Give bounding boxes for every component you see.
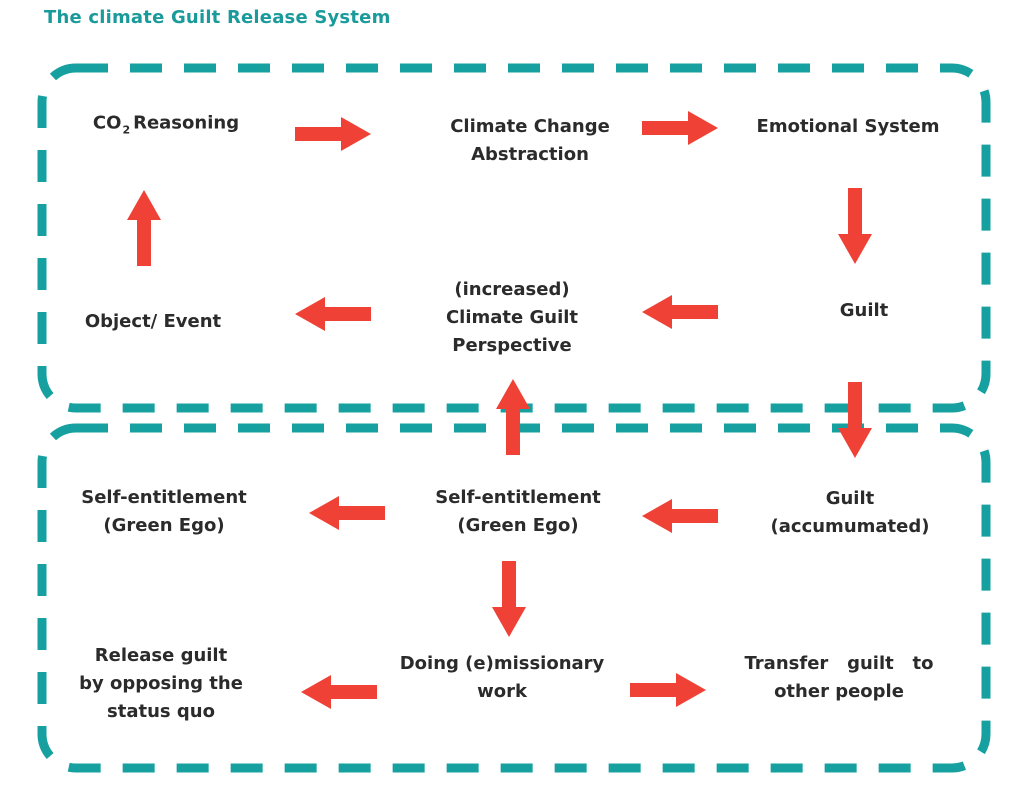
arrow-left-icon — [295, 297, 371, 331]
node-line: Guilt — [839, 300, 889, 321]
node-line: Guilt — [825, 488, 875, 509]
node-self-entitlement-left: Self-entitlement (Green Ego) — [81, 484, 247, 540]
arrow-right-icon — [295, 117, 371, 151]
node-guilt-accumulated: Guilt (accumumated) — [771, 485, 930, 541]
node-line: Perspective — [452, 335, 572, 356]
node-line: Transfer guilt to — [744, 653, 934, 674]
node-line: (accumumated) — [770, 516, 930, 537]
co2-prefix: CO — [92, 112, 122, 134]
node-line: Climate Change — [450, 116, 610, 137]
node-line: (increased) — [454, 279, 570, 300]
node-line: work — [477, 681, 527, 702]
node-line: (Green Ego) — [457, 515, 579, 536]
co2-suffix: Reasoning — [133, 112, 240, 134]
node-line: (Green Ego) — [103, 515, 225, 536]
arrow-left-icon — [642, 295, 718, 329]
node-line: Release guilt — [94, 645, 228, 666]
arrow-left-icon — [301, 675, 377, 709]
diagram-title: The climate Guilt Release System — [44, 7, 391, 28]
arrow-down-icon — [838, 188, 872, 264]
co2-subscript: 2 — [122, 123, 131, 137]
node-climate-change-abstraction: Climate Change Abstraction — [450, 113, 610, 169]
arrow-up-icon — [496, 379, 530, 455]
node-line: Object/ Event — [84, 311, 222, 332]
node-guilt: Guilt — [840, 297, 889, 325]
node-line: Self-entitlement — [435, 487, 601, 508]
node-emotional-system: Emotional System — [757, 113, 940, 141]
node-line: other people — [774, 681, 904, 702]
node-line: Self-entitlement — [81, 487, 247, 508]
node-doing-emissionary-work: Doing (e)missionary work — [400, 650, 605, 706]
node-line: by opposing the — [79, 673, 243, 694]
node-line: Abstraction — [471, 144, 589, 165]
arrow-down-icon — [492, 561, 526, 637]
arrow-down-icon — [838, 382, 872, 458]
arrow-left-icon — [642, 499, 718, 533]
node-release-guilt: Release guilt by opposing the status quo — [79, 642, 243, 726]
node-line: Climate Guilt — [445, 307, 579, 328]
arrow-up-icon — [127, 190, 161, 266]
node-self-entitlement-center: Self-entitlement (Green Ego) — [435, 484, 601, 540]
arrow-right-icon — [642, 111, 718, 145]
node-line: status quo — [107, 701, 215, 722]
arrow-left-icon — [309, 496, 385, 530]
arrow-right-icon — [630, 673, 706, 707]
node-line: Emotional System — [756, 116, 940, 137]
node-line: Doing (e)missionary — [399, 653, 605, 674]
node-increased-climate-guilt-perspective: (increased) Climate Guilt Perspective — [446, 276, 578, 360]
node-object-event: Object/ Event — [85, 308, 221, 336]
node-transfer-guilt: Transfer guilt to other people — [745, 650, 934, 706]
